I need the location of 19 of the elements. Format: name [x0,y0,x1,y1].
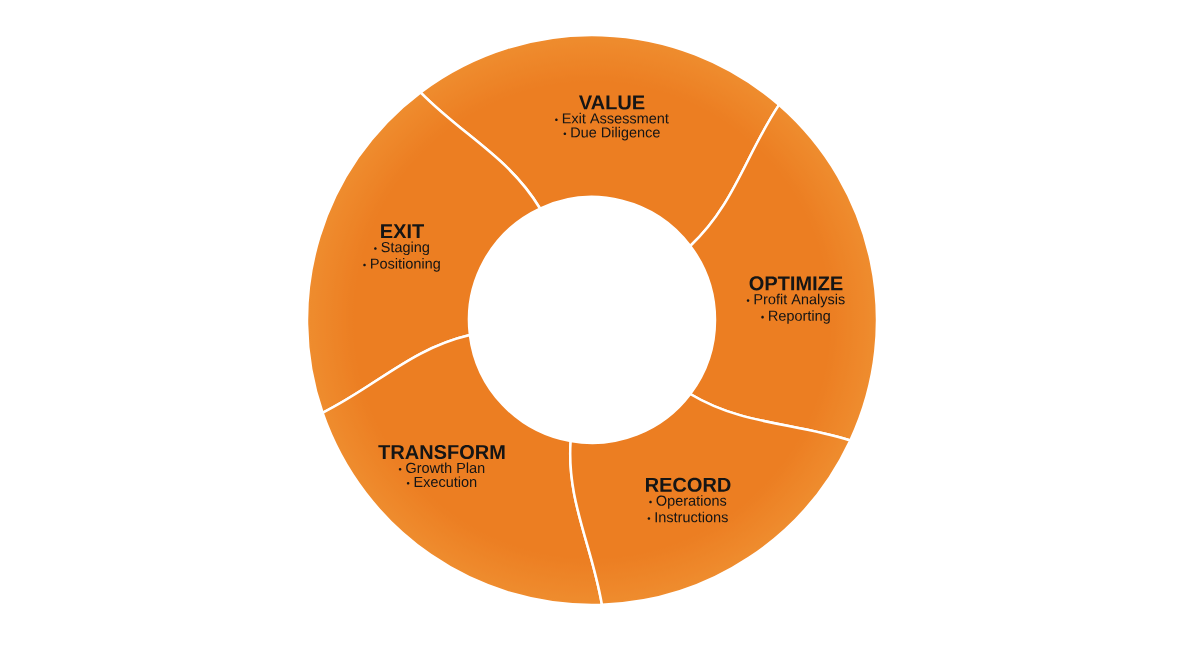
segment-title: EXIT [381,224,424,239]
ring-segment [321,333,604,607]
ring-segment [305,91,542,415]
segment-title: RECORD [646,477,731,492]
bullet-item: Due Diligence [563,126,660,141]
bullet-item: Operations [649,495,727,509]
bullet-item: Positioning [363,258,440,272]
bullet-item: Staging [374,241,429,256]
bullet-item: Profit Analysis [746,293,845,308]
bullet-item: Instructions [647,511,728,523]
ring-segment [568,392,852,607]
bullet-item: Exit Assessment [555,112,669,124]
bullet-item: Growth Plan [398,462,485,474]
ring-segment [689,103,879,442]
bullet-item: Reporting [761,310,830,324]
bullet-item: Execution [406,476,477,488]
segment-title: VALUE [579,95,645,110]
segment-title: TRANSFORM [378,444,505,460]
segment-title: OPTIMIZE [749,276,843,291]
